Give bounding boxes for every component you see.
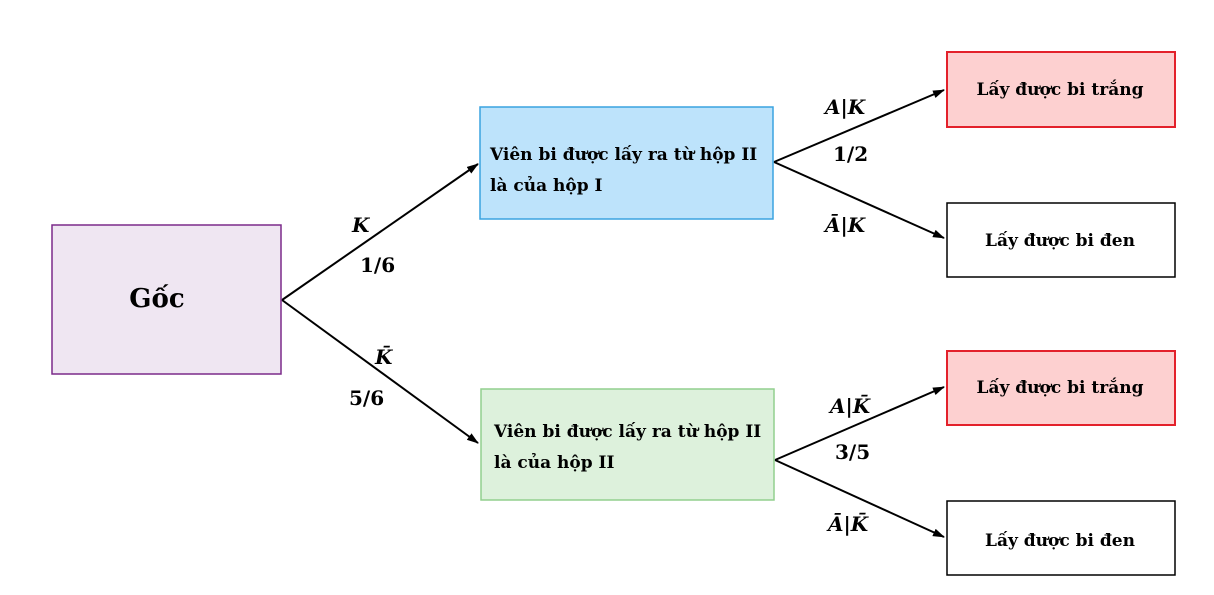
- edge-box1-leaf2-event: Ā|K: [823, 213, 867, 237]
- edge-root-to-box2: [281, 299, 479, 444]
- leaf-black-1-node: [946, 202, 1176, 278]
- edge-box1-leaf1-prob: 1/2: [833, 142, 868, 166]
- edge-root-box2-prob: 5/6: [349, 386, 384, 410]
- box-hop-ii-line2: là của hộp II: [494, 453, 614, 473]
- edge-root-box1-event: K: [351, 213, 371, 237]
- leaf-white-1-node: [946, 51, 1176, 128]
- edge-root-box2-event: K̄: [374, 344, 394, 369]
- box-hop-i-line2: là của hộp I: [490, 176, 603, 196]
- box-hop-i-node: [479, 106, 774, 220]
- edge-box2-leaf3-prob: 3/5: [835, 440, 870, 464]
- edge-box1-to-leaf2: [773, 161, 945, 239]
- leaf-black-1-label: Lấy được bi đen: [985, 231, 1135, 251]
- root-node: [51, 224, 282, 375]
- leaf-black-2-label: Lấy được bi đen: [985, 531, 1135, 551]
- edge-box2-to-leaf4: [774, 459, 945, 538]
- edge-box1-to-leaf1: [773, 89, 945, 163]
- root-label: Gốc: [129, 283, 184, 314]
- edge-box2-to-leaf3: [774, 386, 945, 461]
- edge-box2-leaf4-event: Ā|K̄: [826, 511, 870, 536]
- box-hop-ii-line1: Viên bi được lấy ra từ hộp II: [493, 422, 761, 442]
- leaf-white-2-node: [946, 350, 1176, 426]
- edge-box1-leaf1-event: A|K: [823, 95, 867, 119]
- leaf-white-2-label: Lấy được bi trắng: [977, 377, 1144, 398]
- leaf-white-1-label: Lấy được bi trắng: [977, 79, 1144, 100]
- box-hop-i-line1: Viên bi được lấy ra từ hộp II: [489, 145, 757, 165]
- box-hop-ii-node: [480, 388, 775, 501]
- edge-box2-leaf3-event: A|K̄: [828, 393, 872, 418]
- leaf-black-2-node: [946, 500, 1176, 576]
- edge-root-to-box1: [281, 163, 479, 301]
- edge-root-box1-prob: 1/6: [360, 253, 395, 277]
